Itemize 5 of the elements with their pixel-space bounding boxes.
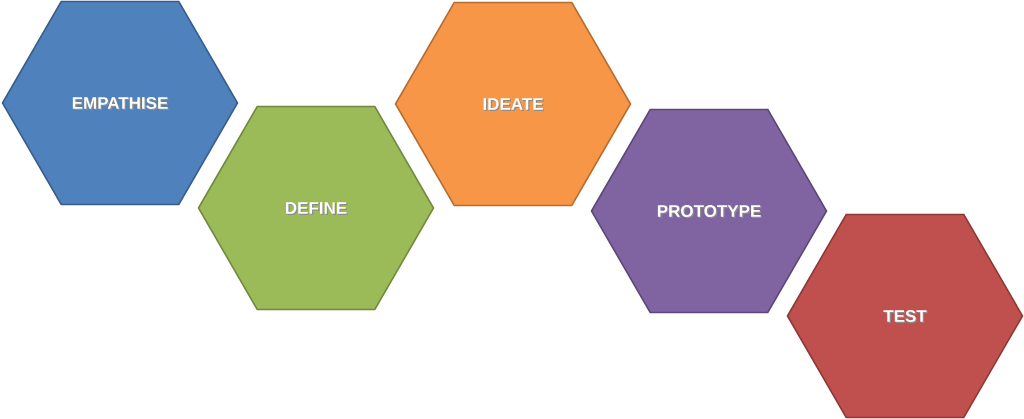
hexagon: EMPATHISE	[1, 0, 239, 206]
hexagon: TEST	[786, 213, 1024, 419]
hexagon: PROTOTYPE	[590, 108, 828, 314]
hexagon: DEFINE	[197, 105, 435, 311]
hexagon: IDEATE	[394, 1, 632, 207]
